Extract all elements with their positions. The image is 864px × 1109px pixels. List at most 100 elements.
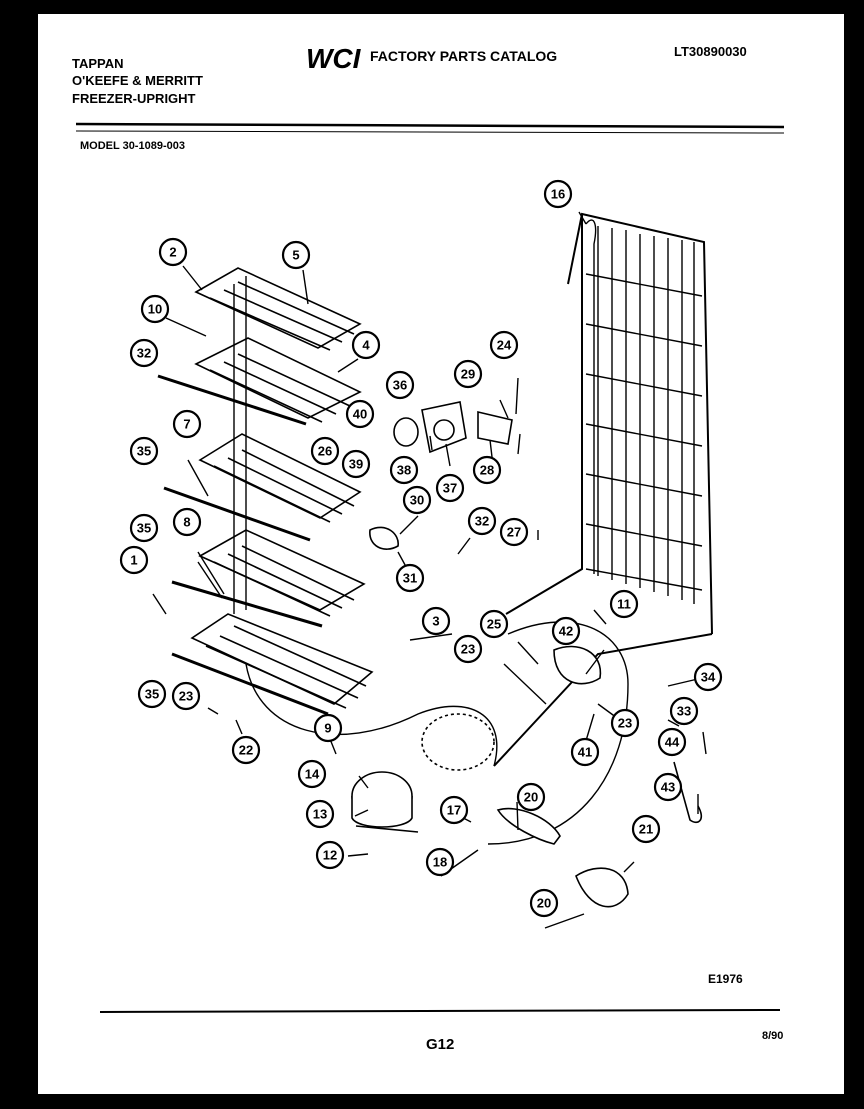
svg-text:32: 32 (475, 514, 489, 529)
svg-text:35: 35 (137, 521, 151, 536)
callout-2: 2 (158, 237, 188, 267)
svg-text:31: 31 (403, 571, 417, 586)
svg-text:9: 9 (324, 721, 331, 736)
svg-text:8: 8 (183, 515, 190, 530)
page-number: G12 (426, 1036, 455, 1053)
callout-16: 17 (439, 795, 469, 825)
compressor (351, 713, 495, 833)
svg-text:35: 35 (137, 444, 151, 459)
svg-text:22: 22 (239, 743, 253, 758)
product-type: FREEZER-UPRIGHT (72, 91, 196, 106)
svg-text:30: 30 (410, 493, 424, 508)
brand-line-1: TAPPAN (72, 56, 124, 71)
svg-text:17: 17 (447, 803, 461, 818)
callout-5: 5 (281, 240, 311, 270)
shelf-trims (157, 374, 329, 716)
callout-26: 25 (479, 609, 509, 639)
header-rule-thin (75, 130, 785, 134)
svg-text:23: 23 (618, 716, 632, 731)
callout-1: 1 (119, 545, 149, 575)
callout-40: 40 (345, 399, 375, 429)
callout-13: 13 (305, 799, 335, 829)
callout-3: 3 (421, 606, 451, 636)
page-date: 8/90 (762, 1030, 784, 1042)
callout-44: 44 (657, 727, 687, 757)
callout-17: 18 (425, 847, 455, 877)
svg-text:11: 11 (617, 597, 631, 612)
callout-35c: 35 (137, 679, 167, 709)
svg-text:20: 20 (537, 896, 551, 911)
svg-text:23: 23 (461, 642, 475, 657)
callout-35b: 35 (129, 513, 159, 543)
callout-33: 33 (669, 696, 699, 726)
condenser-frame (493, 212, 713, 767)
callout-15: 16 (543, 179, 573, 209)
callout-37: 37 (435, 473, 465, 503)
callout-leaders (152, 211, 707, 929)
svg-text:10: 10 (148, 302, 162, 317)
svg-text:40: 40 (353, 407, 367, 422)
catalog-number: LT30890030 (674, 44, 747, 59)
svg-text:1: 1 (130, 553, 137, 568)
svg-text:14: 14 (305, 767, 320, 782)
svg-text:25: 25 (487, 617, 501, 632)
svg-text:13: 13 (313, 807, 327, 822)
svg-text:41: 41 (578, 745, 592, 760)
model-number: MODEL 30-1089-003 (80, 140, 185, 152)
svg-text:26: 26 (318, 444, 332, 459)
callout-35a: 35 (129, 436, 159, 466)
callout-14: 14 (297, 759, 327, 789)
callout-38: 38 (389, 455, 419, 485)
callout-31: 30 (402, 485, 432, 515)
svg-text:2: 2 (169, 245, 176, 260)
condenser-coils (585, 219, 703, 604)
svg-text:4: 4 (362, 338, 370, 353)
callout-23a: 23 (171, 681, 201, 711)
svg-text:44: 44 (665, 735, 680, 750)
svg-text:36: 36 (393, 378, 407, 393)
svg-text:24: 24 (497, 338, 512, 353)
svg-text:28: 28 (480, 463, 494, 478)
callout-4: 4 (351, 330, 381, 360)
svg-text:39: 39 (349, 457, 363, 472)
callout-34: 34 (693, 662, 723, 692)
callout-23b: 23 (453, 634, 483, 664)
callout-9: 9 (313, 713, 343, 743)
svg-text:7: 7 (183, 417, 190, 432)
svg-text:32: 32 (137, 346, 151, 361)
callout-39: 39 (341, 449, 371, 479)
svg-text:37: 37 (443, 481, 457, 496)
svg-text:38: 38 (397, 463, 411, 478)
callout-29: 29 (453, 359, 483, 389)
defrost-timer (496, 645, 703, 908)
callout-11: 11 (609, 589, 639, 619)
callout-8: 8 (172, 507, 202, 537)
catalog-title: FACTORY PARTS CATALOG (370, 48, 558, 64)
wci-logo: WCI (306, 43, 362, 74)
callout-30: 31 (395, 563, 425, 593)
wci-logo-text: WCI (306, 43, 362, 74)
callout-18: 20 (516, 782, 546, 812)
footer-rule (99, 1009, 781, 1013)
diagram-code: E1976 (708, 972, 743, 986)
callout-12: 12 (315, 840, 345, 870)
svg-text:27: 27 (507, 525, 521, 540)
svg-text:16: 16 (551, 187, 565, 202)
svg-text:21: 21 (639, 822, 653, 837)
svg-text:12: 12 (323, 848, 337, 863)
svg-text:34: 34 (701, 670, 716, 685)
svg-text:33: 33 (677, 704, 691, 719)
header-rule (75, 122, 785, 129)
svg-text:35: 35 (145, 687, 159, 702)
callout-28b: 27 (499, 517, 529, 547)
fan-motor-assembly (369, 401, 513, 550)
exploded-parts-diagram: 2 5 10 32 4 26 7 35 8 35 1 35 23 22 9 3 … (75, 122, 785, 1013)
svg-text:18: 18 (433, 855, 447, 870)
svg-text:23: 23 (179, 689, 193, 704)
callout-21: 21 (631, 814, 661, 844)
svg-text:5: 5 (292, 248, 299, 263)
svg-text:43: 43 (661, 780, 675, 795)
callout-27: 28 (472, 455, 502, 485)
svg-text:3: 3 (432, 614, 439, 629)
svg-text:29: 29 (461, 367, 475, 382)
